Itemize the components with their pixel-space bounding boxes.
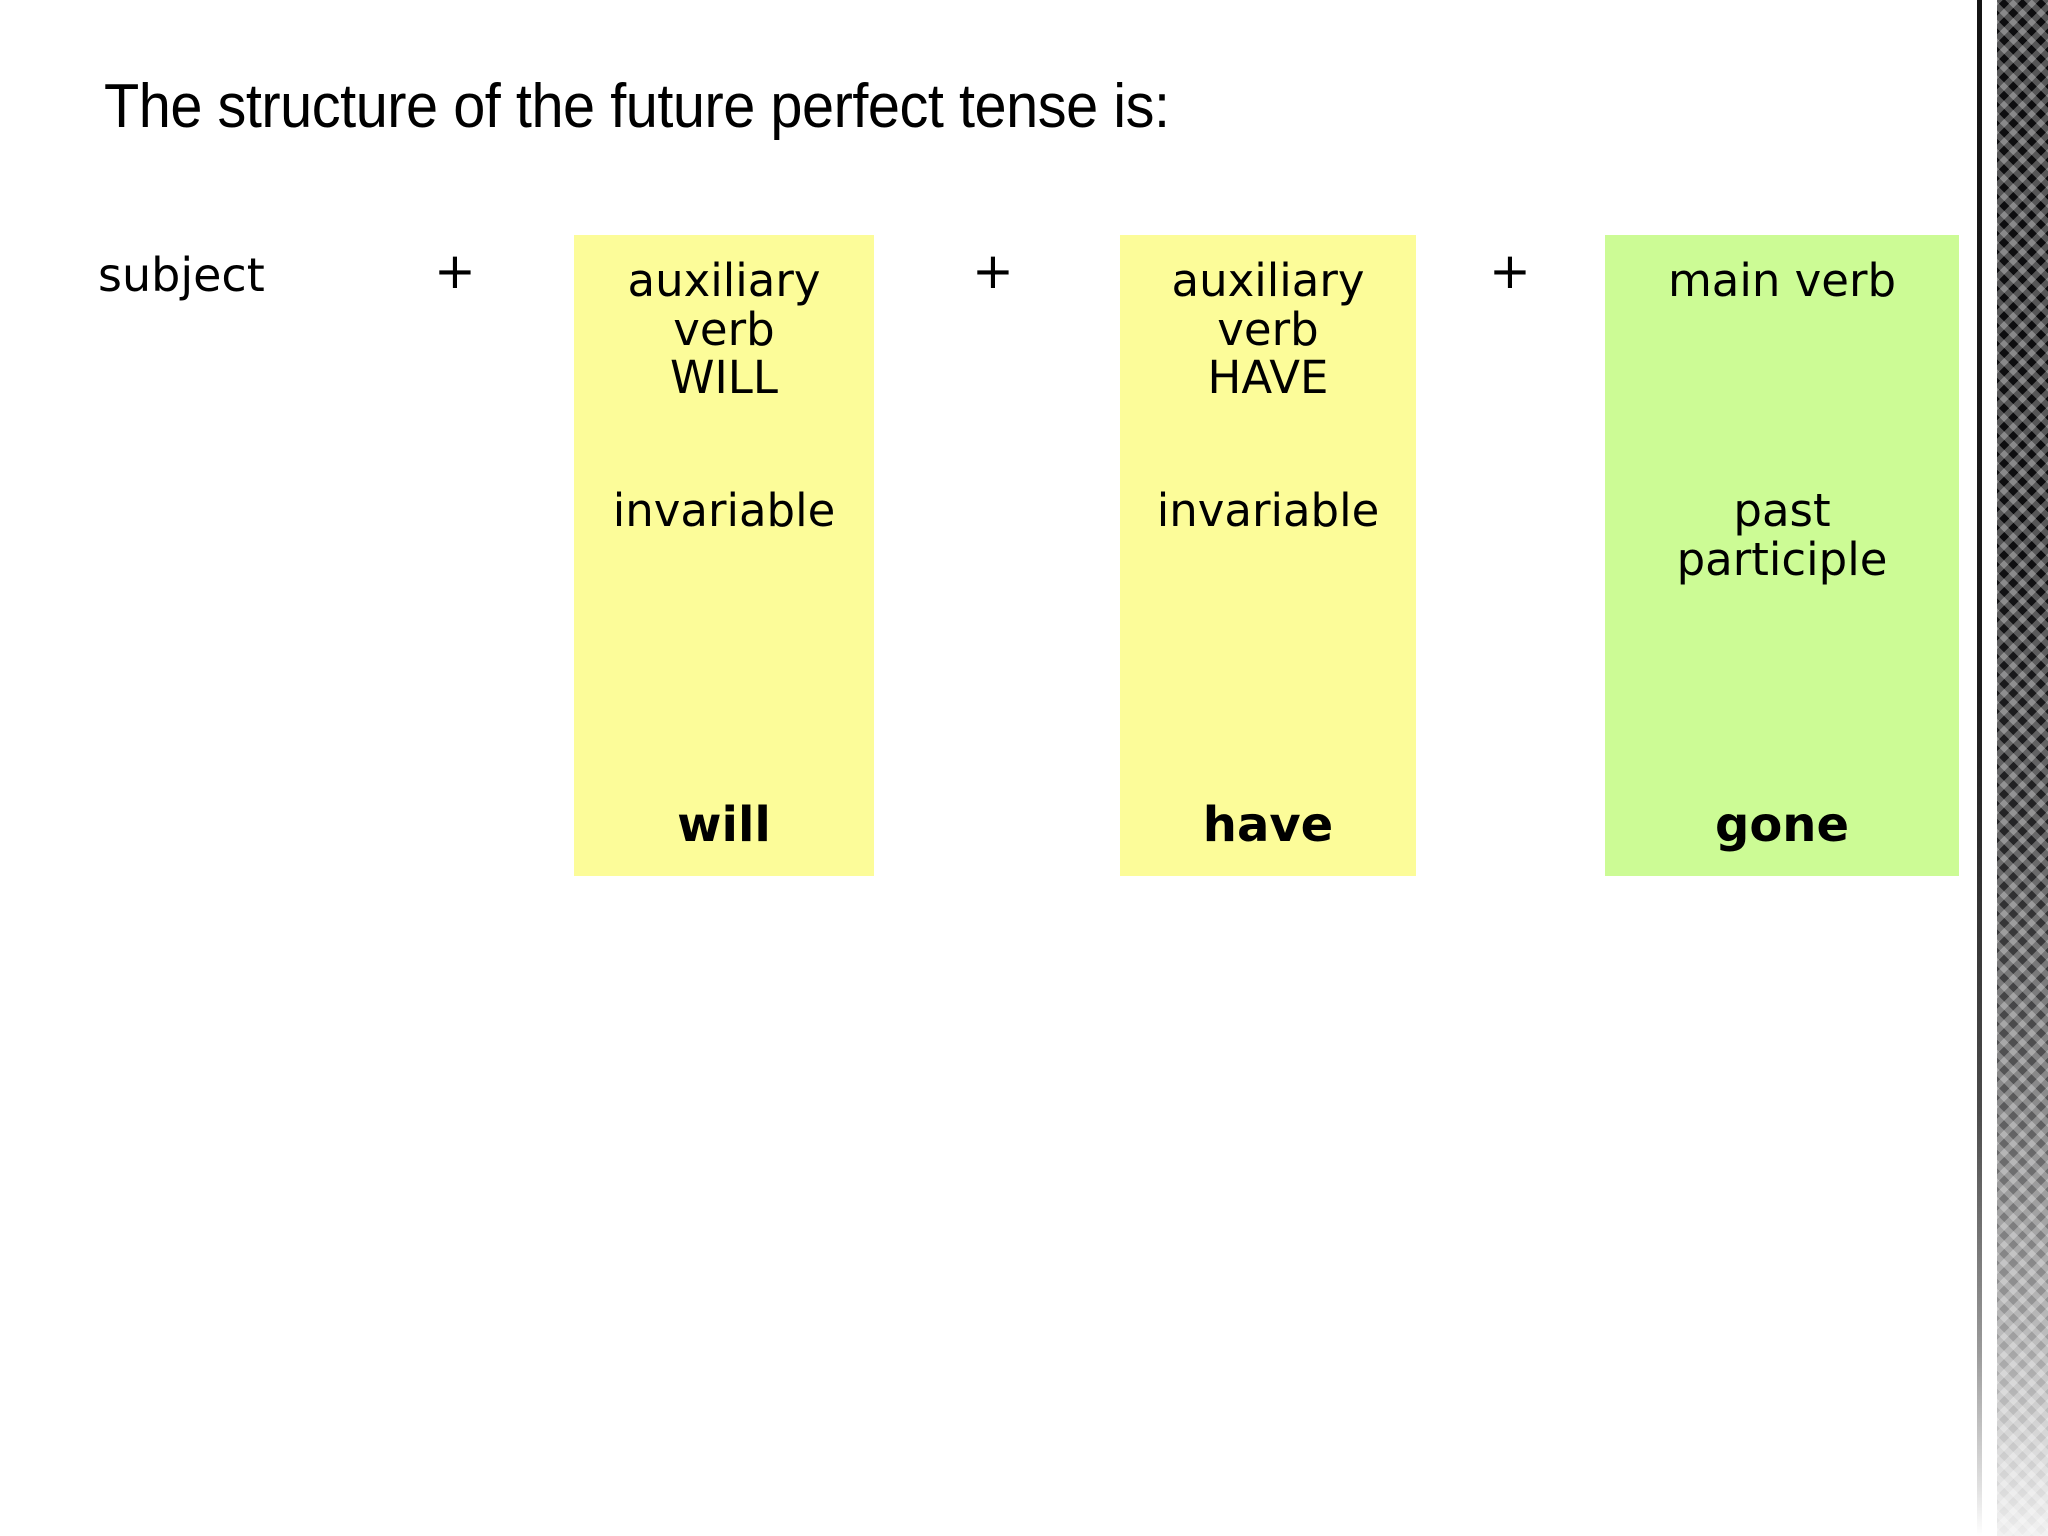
page-title: The structure of the future perfect tens…	[104, 72, 1170, 141]
plus-operator-3: +	[1489, 242, 1531, 300]
term-example-main-verb: gone	[1714, 797, 1850, 854]
term-box-main-verb: main verb past participle gone	[1605, 235, 1959, 876]
plus-operator-2: +	[972, 242, 1014, 300]
right-border-gap	[1982, 0, 1997, 1536]
term-box-auxiliary-will: auxiliary verb WILL invariable will	[574, 235, 874, 876]
formula-term-subject: subject	[98, 248, 265, 302]
formula-row: subject + auxiliary verb WILL invariable…	[98, 235, 1959, 876]
term-head-auxiliary-have: auxiliary verb HAVE	[1171, 254, 1365, 405]
term-middle-main-verb: past participle	[1676, 484, 1888, 586]
term-example-auxiliary-have: have	[1202, 797, 1334, 854]
term-head-main-verb: main verb	[1667, 254, 1897, 307]
term-middle-auxiliary-have: invariable	[1156, 484, 1380, 537]
term-box-auxiliary-have: auxiliary verb HAVE invariable have	[1120, 235, 1416, 876]
right-border-rule	[1977, 0, 1982, 1536]
term-head-auxiliary-will: auxiliary verb WILL	[627, 254, 821, 405]
right-border-texture	[1997, 0, 2048, 1536]
term-middle-auxiliary-will: invariable	[612, 484, 836, 537]
plus-operator-1: +	[434, 242, 476, 300]
term-example-auxiliary-will: will	[677, 797, 771, 854]
